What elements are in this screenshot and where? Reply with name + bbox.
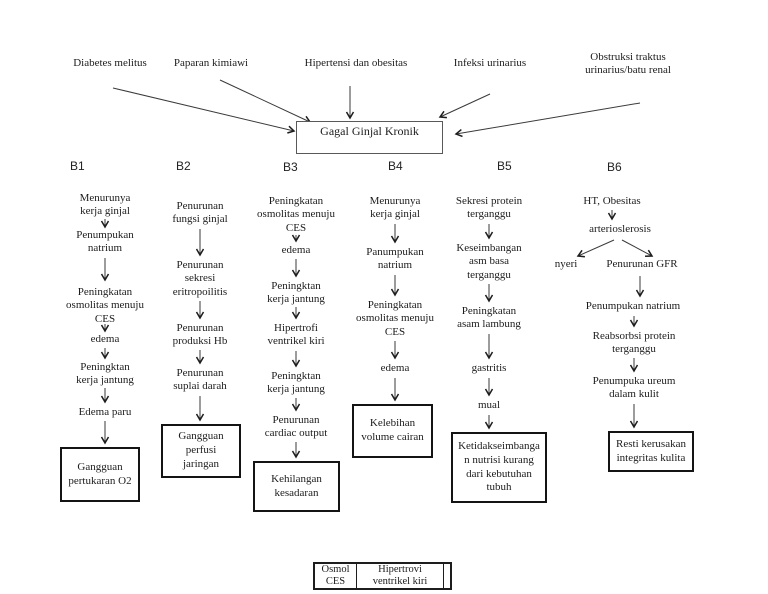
flow-step: Reabsorbsi protein terganggu bbox=[592, 330, 676, 356]
outcome-box-b6: Resti kerusakan integritas kulita bbox=[608, 431, 694, 472]
flow-step: Peningktan kerja jantung bbox=[267, 280, 325, 306]
flow-step: arterioslerosis bbox=[589, 223, 651, 235]
flow-step: mual bbox=[478, 399, 500, 411]
flow-step: Penurunan fungsi ginjal bbox=[172, 200, 228, 226]
flow-step: Peningktan kerja jantung bbox=[76, 361, 134, 387]
outcome-box-b1: Gangguan pertukaran O2 bbox=[60, 447, 140, 502]
flow-step: gastritis bbox=[471, 362, 507, 374]
flow-step: Panumpukan natrium bbox=[366, 246, 424, 272]
flow-step: HT, Obesitas bbox=[583, 195, 641, 207]
cause-label-infeksi-urinarius: Infeksi urinarius bbox=[453, 57, 527, 69]
flow-step: Menurunya kerja ginjal bbox=[79, 192, 131, 218]
flow-step: Peningkatan osmolitas menuju CES bbox=[356, 299, 434, 338]
flow-step: Menurunya kerja ginjal bbox=[369, 195, 421, 221]
flow-step: Penurunan suplai darah bbox=[173, 367, 227, 393]
outcome-box-b5: Ketidakseimbanga n nutrisi kurang dari k… bbox=[451, 432, 547, 503]
column-label-b3: B3 bbox=[283, 160, 298, 174]
flow-step: Penumpuka ureum dalam kulit bbox=[592, 375, 676, 401]
cause-label-paparan-kimiawi: Paparan kimiawi bbox=[173, 57, 249, 69]
cause-label-diabetes: Diabetes melitus bbox=[73, 57, 147, 69]
legend-table: Osmol CES Hipertrovi ventrikel kiri bbox=[313, 562, 452, 590]
flow-step: Penurunan cardiac output bbox=[264, 414, 328, 440]
legend-cell-osmol-ces: Osmol CES bbox=[315, 564, 357, 588]
flow-step: Peningkatan osmolitas menuju CES bbox=[66, 286, 144, 325]
flow-step: Peningkatan asam lambung bbox=[457, 305, 521, 331]
flow-step: Peningktan kerja jantung bbox=[267, 370, 325, 396]
column-label-b2: B2 bbox=[176, 159, 191, 173]
column-label-b4: B4 bbox=[388, 159, 403, 173]
flow-step: edema bbox=[90, 333, 120, 345]
flow-step: edema bbox=[281, 244, 311, 256]
outcome-box-b3: Kehilangan kesadaran bbox=[253, 461, 340, 512]
flow-step: edema bbox=[380, 362, 410, 374]
flow-step: Penurunan sekresi eritropoilitis bbox=[172, 259, 228, 298]
flow-step: Edema paru bbox=[78, 406, 132, 418]
flow-step: Hipertrofi ventrikel kiri bbox=[267, 322, 325, 348]
flow-step: nyeri bbox=[554, 258, 578, 270]
central-diagnosis-box: Gagal Ginjal Kronik bbox=[296, 121, 443, 154]
flow-step: Penumpukan natrium bbox=[76, 229, 134, 255]
flow-step: Peningkatan osmolitas menuju CES bbox=[257, 195, 335, 234]
cause-label-obstruksi-traktus: Obstruksi traktus urinarius/batu renal bbox=[585, 51, 671, 77]
flow-step: Penurunan GFR bbox=[606, 258, 678, 270]
cause-label-hipertensi-obesitas: Hipertensi dan obesitas bbox=[304, 57, 408, 69]
outcome-box-b2: Gangguan perfusi jaringan bbox=[161, 424, 241, 478]
column-label-b6: B6 bbox=[607, 160, 622, 174]
flow-step: Keseimbangan asm basa terganggu bbox=[456, 242, 522, 281]
outcome-box-b4: Kelebihan volume cairan bbox=[352, 404, 433, 458]
legend-cell-spacer bbox=[443, 564, 450, 588]
central-diagnosis-label: Gagal Ginjal Kronik bbox=[320, 124, 419, 138]
flow-step: Sekresi protein terganggu bbox=[455, 195, 523, 221]
column-label-b5: B5 bbox=[497, 159, 512, 173]
flow-step: Penurunan produksi Hb bbox=[172, 322, 228, 348]
legend-cell-hipertrovi: Hipertrovi ventrikel kiri bbox=[372, 563, 428, 587]
flow-step: Penumpukan natrium bbox=[585, 300, 681, 312]
column-label-b1: B1 bbox=[70, 159, 85, 173]
